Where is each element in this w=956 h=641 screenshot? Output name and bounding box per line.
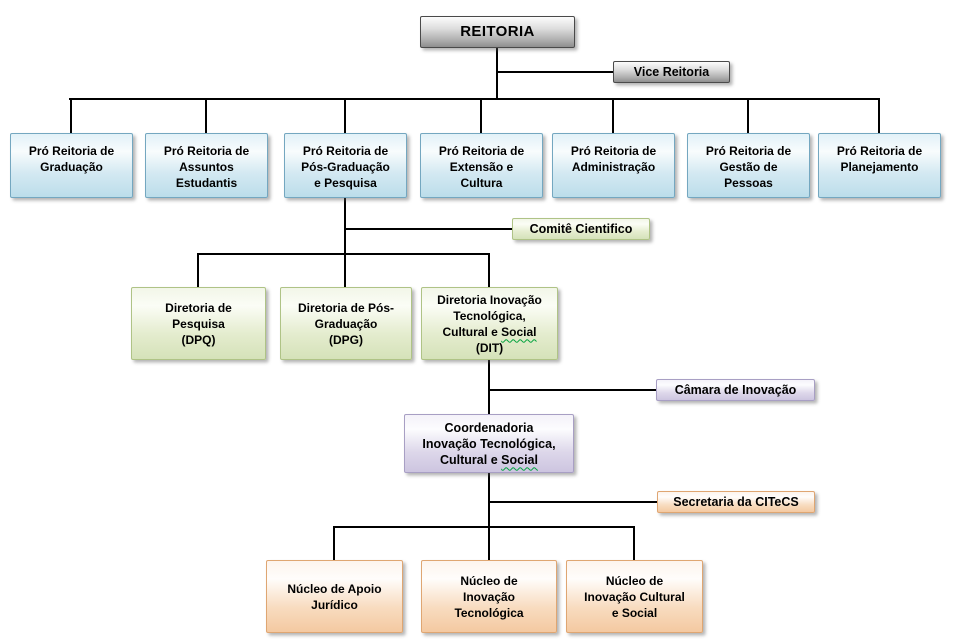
node-nucleo-inovacao-tecnologica: Núcleo de Inovação Tecnológica [421, 560, 557, 633]
connector-stub-dpq [197, 253, 199, 287]
node-pro-reitoria-gestao-pessoas: Pró Reitoria de Gestão de Pessoas [687, 133, 810, 198]
node-pro-reitoria-administracao: Pró Reitoria de Administração [552, 133, 675, 198]
node-vice-reitoria: Vice Reitoria [613, 61, 730, 83]
node-pro-reitoria-graduacao: Pró Reitoria de Graduação [10, 133, 133, 198]
connector-dit-down [488, 360, 490, 414]
connector-stub-nucleo-3 [633, 526, 635, 560]
node-coordenadoria-citecs: Coordenadoria Inovação Tecnológica, Cult… [404, 414, 574, 473]
connector-stub-7 [878, 98, 880, 133]
connector-stub-1 [70, 98, 72, 133]
connector-camara-branch [489, 389, 656, 391]
node-camara-inovacao: Câmara de Inovação [656, 379, 815, 401]
connector-stub-3 [344, 98, 346, 133]
connector-stub-dit [488, 253, 490, 287]
connector-nucleo-rail [333, 526, 635, 528]
connector-stub-5 [612, 98, 614, 133]
node-pro-reitoria-assuntos-estudantis: Pró Reitoria de Assuntos Estudantis [145, 133, 268, 198]
node-secretaria-citecs: Secretaria da CITeCS [657, 491, 815, 513]
connector-comite-branch [345, 228, 512, 230]
spellcheck-word: Social [501, 324, 537, 339]
node-diretoria-dit: Diretoria Inovação Tecnológica, Cultural… [421, 287, 558, 360]
connector-stub-6 [747, 98, 749, 133]
connector-stub-4 [480, 98, 482, 133]
node-nucleo-apoio-juridico: Núcleo de Apoio Jurídico [266, 560, 403, 633]
node-diretoria-dit-label: Diretoria Inovação Tecnológica, Cultural… [437, 292, 542, 355]
connector-root-down [496, 48, 498, 100]
connector-secretaria-branch [489, 501, 657, 503]
connector-stub-2 [205, 98, 207, 133]
node-nucleo-inovacao-cultural-social: Núcleo de Inovação Cultural e Social [566, 560, 703, 633]
node-diretoria-dpq: Diretoria de Pesquisa (DPQ) [131, 287, 266, 360]
connector-stub-nucleo-1 [333, 526, 335, 560]
node-pro-reitoria-planejamento: Pró Reitoria de Planejamento [818, 133, 941, 198]
node-comite-cientifico: Comitê Cientifico [512, 218, 650, 240]
connector-vice-branch [497, 71, 613, 73]
node-diretoria-dpg: Diretoria de Pós- Graduação (DPG) [280, 287, 412, 360]
node-coordenadoria-label: Coordenadoria Inovação Tecnológica, Cult… [422, 420, 556, 467]
node-pro-reitoria-pos-graduacao-pesquisa: Pró Reitoria de Pós-Graduação e Pesquisa [284, 133, 407, 198]
connector-diretoria-rail [197, 253, 490, 255]
node-pro-reitoria-extensao-cultura: Pró Reitoria de Extensão e Cultura [420, 133, 543, 198]
connector-coord-down [488, 473, 490, 560]
connector-posgrad-down [344, 198, 346, 287]
spellcheck-word: Social [501, 452, 538, 467]
node-reitoria: REITORIA [420, 16, 575, 48]
connector-top-rail [69, 98, 880, 100]
